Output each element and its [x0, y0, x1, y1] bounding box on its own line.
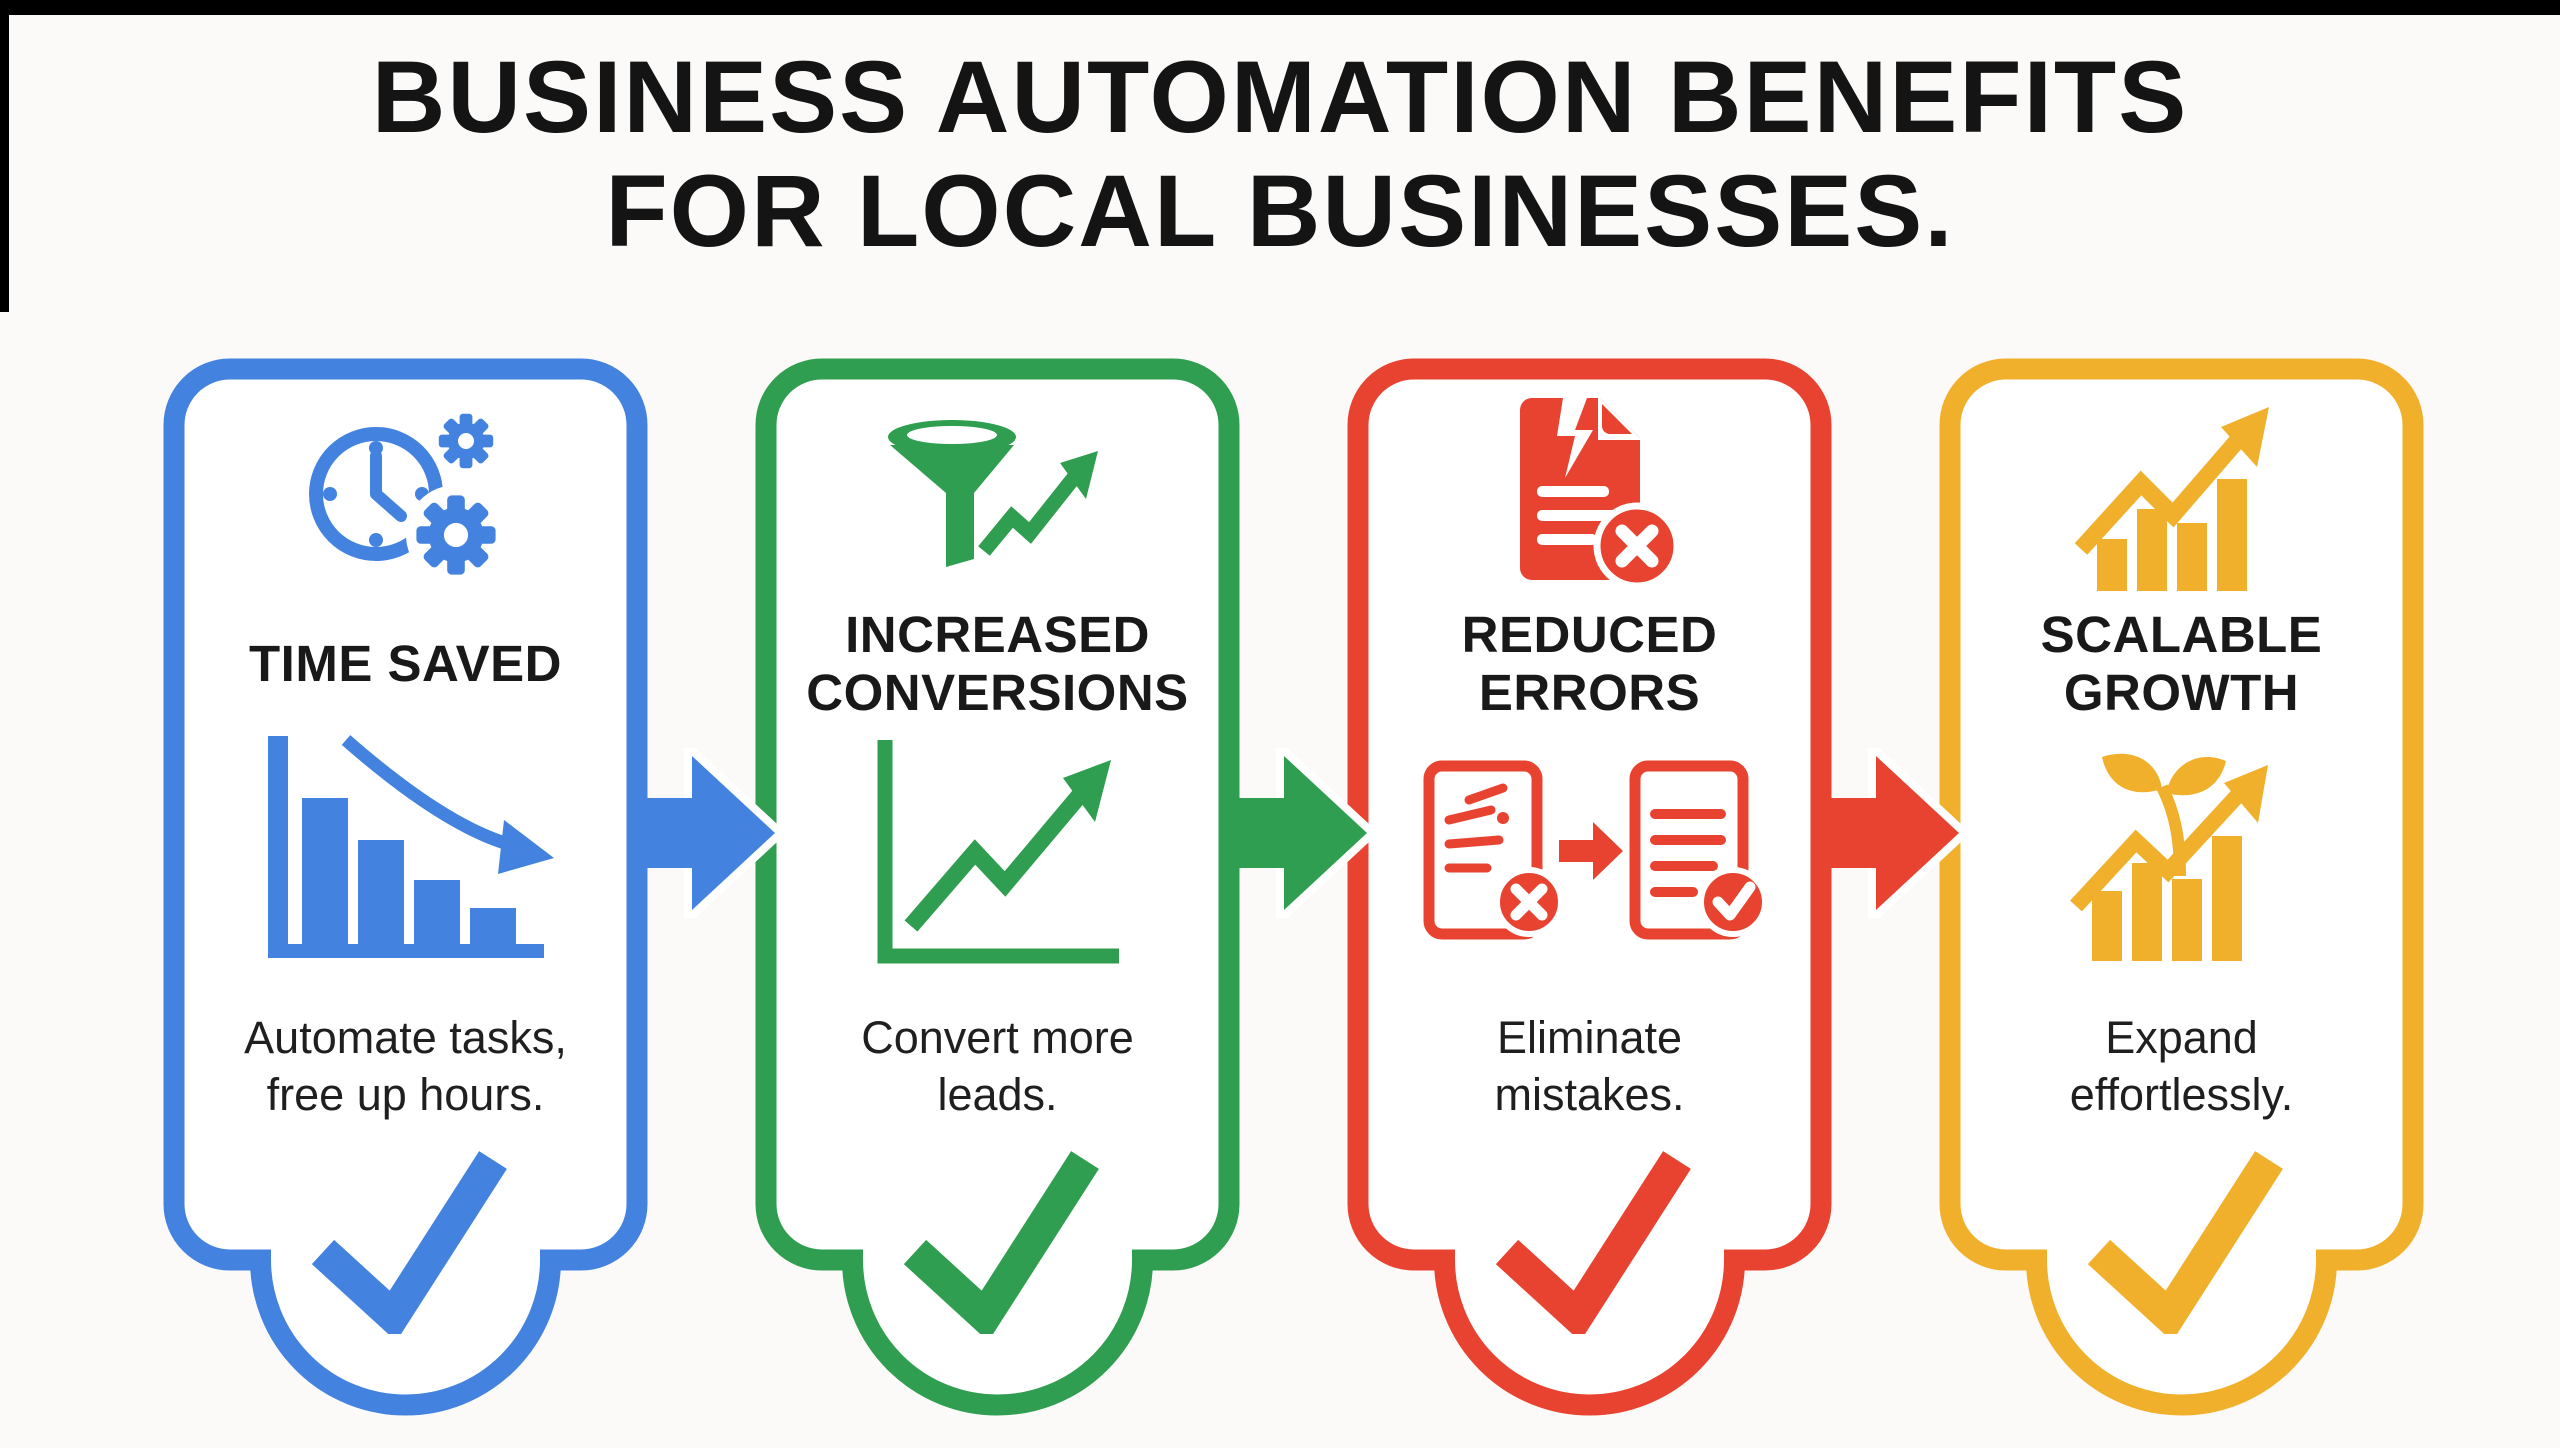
checkmark-icon [1347, 1134, 1832, 1344]
card-title: INCREASED CONVERSIONS [806, 605, 1189, 721]
checkmark-icon [755, 1134, 1240, 1344]
rising-line-chart-icon [755, 724, 1240, 982]
error-document-icon [1347, 386, 1832, 601]
declining-bars-chart-icon [163, 724, 648, 982]
top-letterbox-bar [0, 0, 2560, 15]
card-title: REDUCED ERRORS [1461, 605, 1718, 721]
left-edge-bar [0, 0, 9, 312]
card-description: Eliminate mistakes. [1494, 1011, 1685, 1120]
document-correction-icon [1347, 724, 1832, 982]
card-scalable-growth: SCALABLE GROWTH Expand effortlessly. [1939, 358, 2424, 1438]
card-title: TIME SAVED [249, 634, 562, 692]
card-description: Convert more leads. [861, 1011, 1134, 1120]
page-title-line1: BUSINESS AUTOMATION BENEFITS [371, 40, 2189, 154]
card-description: Expand effortlessly. [2069, 1011, 2294, 1120]
clock-and-gears-icon [163, 386, 648, 601]
arrow-right-icon [1814, 748, 1964, 918]
card-title: SCALABLE GROWTH [2040, 605, 2323, 721]
sprout-growth-chart-icon [1939, 724, 2424, 982]
card-time-saved: TIME SAVED Automate tasks, free up hours… [163, 358, 648, 1438]
card-border-shape [1347, 358, 1832, 1416]
page-title-line2: FOR LOCAL BUSINESSES. [605, 154, 1955, 269]
card-description: Automate tasks, free up hours. [244, 1011, 567, 1120]
page-title: BUSINESS AUTOMATION BENEFITS FOR LOCAL B… [0, 40, 2560, 268]
checkmark-icon [163, 1134, 648, 1344]
arrow-right-icon [630, 748, 780, 918]
checkmark-icon [1939, 1134, 2424, 1344]
arrow-right-icon [1222, 748, 1372, 918]
card-increased-conversions: INCREASED CONVERSIONS Convert more leads… [755, 358, 1240, 1438]
growth-bars-arrow-icon [1939, 386, 2424, 601]
funnel-growth-icon [755, 386, 1240, 601]
card-reduced-errors: REDUCED ERRORS Eliminate mistakes. [1347, 358, 1832, 1438]
card-border-shape [163, 358, 648, 1416]
